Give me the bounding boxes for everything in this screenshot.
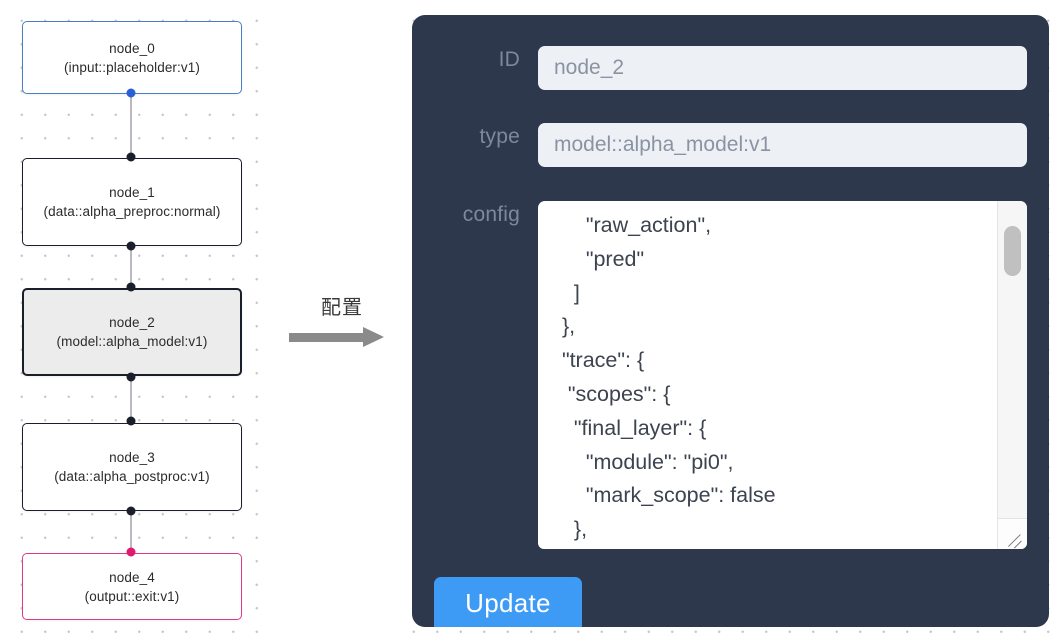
config-textarea-wrapper: "raw_action", "pred" ] }, "trace": { "sc… <box>538 201 1027 549</box>
arrow-shaft <box>289 333 365 342</box>
node-handle-target-node_1[interactable] <box>126 152 135 162</box>
annotation-label: 配置 <box>321 297 363 319</box>
field-row-id: ID <box>430 46 1027 90</box>
config-scrollbar[interactable] <box>997 201 1027 519</box>
type-input[interactable] <box>538 123 1027 167</box>
id-label: ID <box>498 48 520 71</box>
node-handle-target-node_4[interactable] <box>126 547 135 557</box>
graph-node-node_0[interactable]: node_0(input::placeholder:v1) <box>22 21 242 94</box>
id-input[interactable] <box>538 46 1027 90</box>
field-row-type: type <box>430 123 1027 167</box>
graph-node-node_4[interactable]: node_4(output::exit:v1) <box>22 553 242 620</box>
graph-node-node_1[interactable]: node_1(data::alpha_preproc:normal) <box>22 158 242 246</box>
resize-handle-icon[interactable] <box>997 518 1027 549</box>
config-label: config <box>462 203 520 226</box>
edge-node2-node3 <box>130 376 132 418</box>
node-handle-source-node_3[interactable] <box>126 506 135 516</box>
graph-node-node_2[interactable]: node_2(model::alpha_model:v1) <box>22 288 242 376</box>
annotation-config-arrow: 配置 <box>287 295 397 347</box>
arrow-right-icon <box>287 325 397 347</box>
update-button[interactable]: Update <box>434 577 582 627</box>
node-handle-source-node_1[interactable] <box>126 241 135 251</box>
graph-canvas[interactable]: node_0(input::placeholder:v1) node_1(dat… <box>0 0 270 643</box>
graph-node-node_3[interactable]: node_3(data::alpha_postproc:v1) <box>22 423 242 511</box>
node-label: node_0(input::placeholder:v1) <box>64 40 200 75</box>
node-handle-target-node_3[interactable] <box>126 416 135 426</box>
edge-node3-node4 <box>130 511 132 551</box>
node-label: node_1(data::alpha_preproc:normal) <box>43 185 221 219</box>
field-row-config: config "raw_action", "pred" ] }, "trace"… <box>430 201 1027 549</box>
type-label: type <box>479 125 520 148</box>
node-inspector-panel: ID type config "raw_action", "pred" ] },… <box>412 15 1049 627</box>
node-handle-target-node_2[interactable] <box>126 282 135 292</box>
node-label: node_3(data::alpha_postproc:v1) <box>54 450 210 484</box>
edge-node1-node2 <box>130 246 132 284</box>
edge-node0-node1 <box>130 91 132 157</box>
config-textarea[interactable]: "raw_action", "pred" ] }, "trace": { "sc… <box>538 201 998 549</box>
node-label: node_2(model::alpha_model:v1) <box>56 315 208 349</box>
node-label: node_4(output::exit:v1) <box>84 569 180 604</box>
config-scrollbar-thumb[interactable] <box>1004 226 1021 276</box>
arrow-head <box>363 327 384 347</box>
node-handle-source-node_2[interactable] <box>126 372 135 382</box>
node-handle-source-node_0[interactable] <box>126 88 135 98</box>
